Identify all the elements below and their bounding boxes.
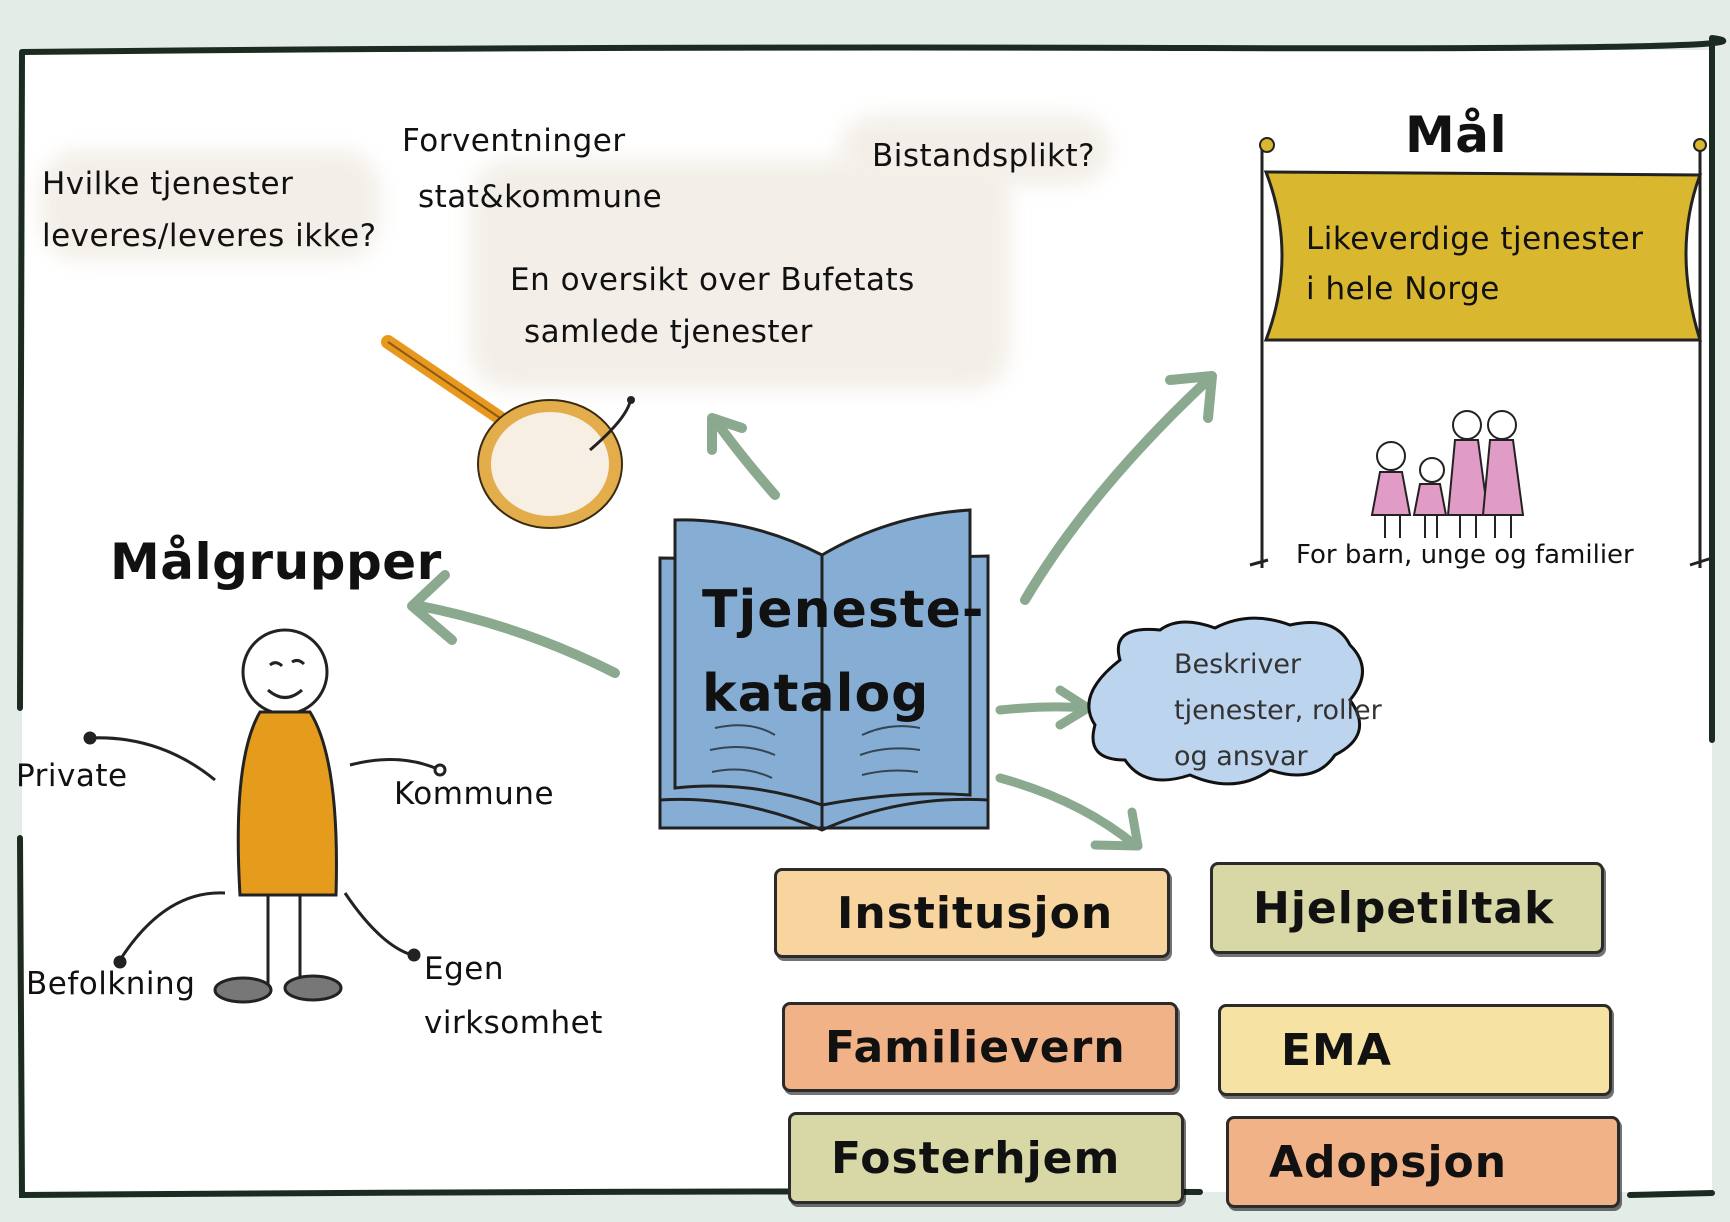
person-icon (83, 628, 447, 1004)
arrow-to-magnifier (707, 413, 780, 500)
family-caption: For barn, unge og familier (1296, 540, 1634, 570)
book-title-line: Tjeneste- (702, 580, 985, 640)
goal-banner-line: Likeverdige tjenester (1306, 221, 1644, 257)
category-institusjon: Institusjon (774, 868, 1170, 958)
highlight-smudge (840, 115, 1110, 185)
category-label: EMA (1281, 1024, 1392, 1076)
goal-title: Mål (1405, 106, 1508, 164)
category-familievern: Familievern (782, 1002, 1178, 1092)
group-befolkning: Befolkning (26, 966, 196, 1002)
category-hjelpetiltak: Hjelpetiltak (1210, 862, 1604, 954)
book-title-line: katalog (702, 664, 930, 724)
group-own-business: Egen virksomhet (424, 942, 603, 1050)
arrows (407, 371, 1217, 851)
magnifier-icon (381, 335, 635, 529)
category-label: Institusjon (837, 887, 1114, 939)
family-icon (1370, 410, 1525, 538)
category-label: Hjelpetiltak (1253, 882, 1555, 934)
highlight-smudge (40, 150, 380, 260)
group-kommune: Kommune (394, 776, 555, 812)
highlight-smudge (470, 160, 1010, 390)
category-fosterhjem: Fosterhjem (788, 1112, 1184, 1204)
goal-banner-text: Likeverdige tjenester i hele Norge (1306, 214, 1644, 314)
goal-banner-line: i hele Norge (1306, 271, 1500, 307)
group-own-business-line: Egen (424, 951, 504, 987)
expectations-label: Forventninger stat&kommune (402, 113, 662, 225)
overview-label: En oversikt over Bufetats samlede tjenes… (510, 254, 915, 358)
category-ema: EMA (1218, 1004, 1612, 1096)
duty-question: Bistandsplikt? (872, 138, 1096, 174)
category-label: Adopsjon (1269, 1136, 1508, 1188)
question-line: leveres/leveres ikke? (42, 218, 377, 254)
expectations-line: stat&kommune (418, 179, 663, 215)
frame-border (17, 35, 1727, 1199)
cloud-text: Beskriver tjenester, roller og ansvar (1174, 642, 1382, 780)
group-private: Private (16, 758, 128, 794)
category-adopsjon: Adopsjon (1226, 1116, 1620, 1208)
question-line: Hvilke tjenester (42, 166, 294, 202)
target-groups-title: Målgrupper (110, 533, 442, 591)
cloud-line: og ansvar (1174, 741, 1308, 772)
book-title: Tjeneste- katalog (702, 568, 985, 736)
group-own-business-line: virksomhet (424, 1005, 603, 1041)
book-icon (658, 508, 990, 832)
cloud-line: tjenester, roller (1174, 695, 1382, 726)
arrow-to-goal (1020, 371, 1217, 605)
overview-line: En oversikt over Bufetats (510, 262, 915, 298)
question-which-services: Hvilke tjenester leveres/leveres ikke? (42, 158, 377, 262)
cloud-line: Beskriver (1174, 649, 1302, 680)
category-label: Familievern (825, 1021, 1126, 1073)
overview-line: samlede tjenester (524, 314, 813, 350)
arrow-to-cloud (995, 685, 1093, 730)
cloud-icon (1087, 616, 1364, 786)
arrow-to-categories (995, 773, 1143, 851)
arrow-to-target-groups (407, 570, 620, 678)
goal-banner (1249, 137, 1713, 568)
category-label: Fosterhjem (831, 1132, 1121, 1184)
expectations-line: Forventninger (402, 123, 626, 159)
